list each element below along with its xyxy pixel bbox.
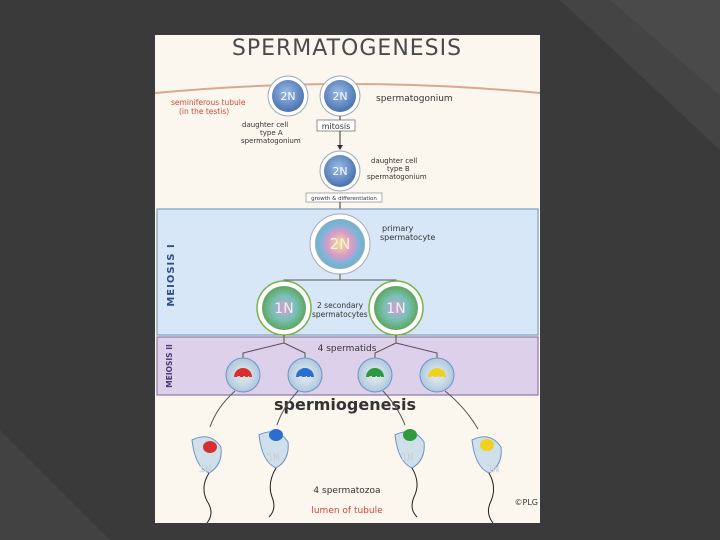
copyright-mark: ©PLG [515, 498, 538, 507]
ploidy-spermatozoon-4: 1N [487, 465, 499, 475]
spermatid-2: 1N [287, 357, 323, 393]
lumen-label: lumen of tubule [311, 506, 383, 516]
spermatogenesis-diagram: SPERMATOGENESIS seminiferous tubule (in … [155, 35, 540, 523]
secondary-label-1: 2 secondary [317, 301, 364, 310]
meiosis1-label: MEIOSIS I [166, 243, 177, 306]
cell-secondary-left-nucleus [262, 286, 306, 330]
daughter-b-label-2: type B [387, 165, 410, 173]
ploidy-daughter-b: 2N [332, 165, 347, 178]
spermiogenesis-label: spermiogenesis [274, 395, 416, 414]
ploidy-spermatid-4: 1N [430, 375, 444, 386]
cell-daughter-a-nucleus [272, 80, 304, 112]
ploidy-secondary-right: 1N [386, 301, 405, 317]
meiosis2-band [156, 336, 539, 396]
daughter-a-label-1: daughter cell [242, 121, 288, 129]
ploidy-spermatozoon-2: 1N [267, 453, 279, 463]
ploidy-primary: 2N [330, 235, 351, 253]
spermatid-1: 1N [225, 357, 261, 393]
diagram-title: SPERMATOGENESIS [232, 36, 462, 61]
ploidy-spermatogonium: 2N [332, 90, 347, 103]
ploidy-daughter-a: 2N [280, 90, 295, 103]
seminiferous-label: seminiferous tubule [171, 98, 246, 107]
daughter-a-label-2: type A [260, 129, 283, 137]
meiosis2-label: MEIOSIS II [165, 344, 174, 388]
spermatids-label: 4 spermatids [318, 344, 377, 354]
primary-label-2: spermatocyte [380, 233, 435, 242]
cell-daughter-b-nucleus [324, 155, 356, 187]
spermatozoa-label: 4 spermatozoa [313, 486, 380, 496]
ploidy-spermatozoon-3: 1N [401, 453, 413, 463]
spermatid-4: 1N [419, 357, 455, 393]
spermatozoon-4: 1N [471, 436, 502, 523]
spermatozoon-1: 1N [191, 436, 222, 523]
mitosis-label: mitosis [322, 122, 351, 131]
cell-secondary-right-nucleus [374, 286, 418, 330]
ploidy-spermatid-2: 1N [298, 375, 312, 386]
secondary-label-2: spermatocytes [312, 310, 368, 319]
growth-label: growth & differentiation [311, 196, 377, 202]
primary-label-1: primary [382, 224, 414, 233]
ploidy-secondary-left: 1N [274, 301, 293, 317]
ploidy-spermatozoon-1: 1N [199, 465, 211, 475]
mitosis-box [316, 119, 356, 132]
daughter-a-label-3: spermatogonium [241, 137, 301, 145]
ploidy-spermatid-3: 1N [368, 375, 382, 386]
ploidy-spermatid-1: 1N [236, 375, 250, 386]
daughter-b-label-1: daughter cell [371, 157, 417, 165]
growth-box [305, 192, 383, 203]
cell-primary-nucleus [315, 219, 365, 269]
daughter-b-label-3: spermatogonium [367, 173, 427, 181]
seminiferous-sublabel: (in the testis) [179, 107, 229, 116]
cell-spermatogonium-nucleus [324, 80, 356, 112]
spermatogonium-label: spermatogonium [376, 94, 453, 104]
spermatozoon-2: 1N [258, 429, 289, 518]
spermatid-3: 1N [357, 357, 393, 393]
spermatozoon-3: 1N [394, 429, 425, 518]
